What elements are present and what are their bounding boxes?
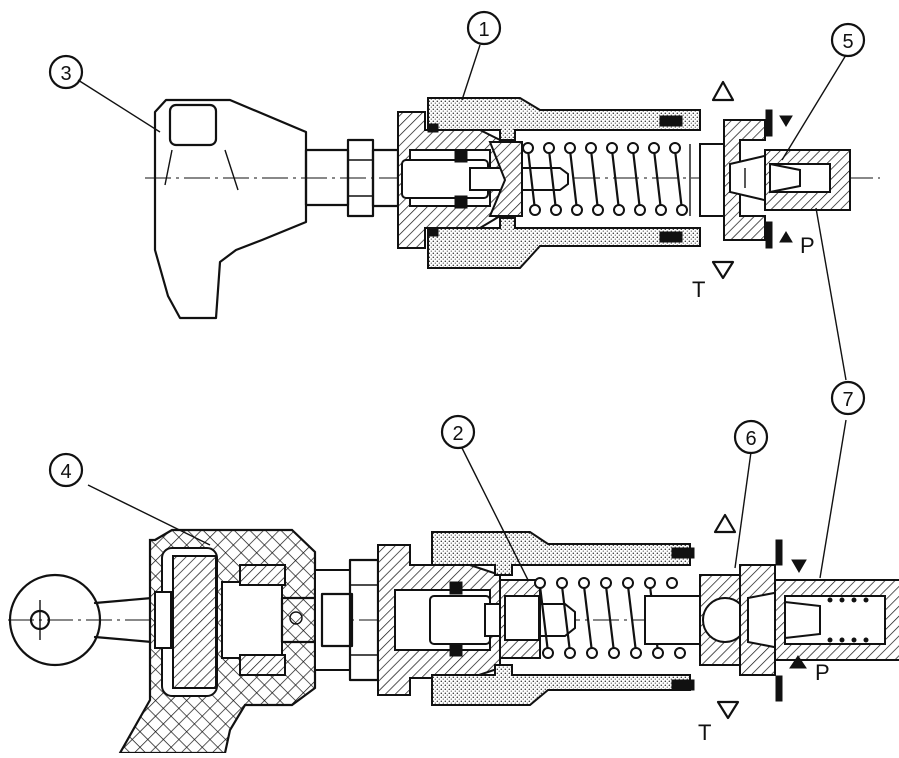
svg-text:7: 7 [842, 389, 853, 411]
callout-5: 5 [830, 22, 866, 58]
svg-text:4: 4 [60, 461, 71, 483]
top-port-triangle-up [711, 80, 735, 102]
svg-text:6: 6 [745, 428, 756, 450]
bottom-port-t-label: T [698, 720, 711, 745]
bottom-port-triangle-down [716, 700, 740, 720]
top-body [427, 97, 701, 141]
bottom-key-eye [8, 573, 102, 667]
top-port-t-label: T [692, 277, 705, 302]
bottom-valve: P T [8, 513, 899, 755]
bottom-body [431, 531, 691, 576]
svg-text:2: 2 [452, 423, 463, 445]
callout-2: 2 [440, 414, 476, 450]
top-valve: P T [145, 80, 880, 320]
svg-text:3: 3 [60, 63, 71, 85]
svg-text:5: 5 [842, 31, 853, 53]
bottom-port-p-label: P [815, 660, 830, 685]
bottom-port-triangle-up [713, 513, 737, 534]
top-spring [522, 142, 688, 216]
bottom-spring [534, 577, 686, 659]
top-port-triangle-down [711, 260, 735, 280]
callout-4: 4 [48, 452, 84, 488]
callout-3: 3 [48, 54, 84, 90]
top-port-p-label: P [800, 233, 815, 258]
top-handwheel [153, 98, 308, 320]
callout-1: 1 [466, 10, 502, 46]
callout-6: 6 [733, 419, 769, 455]
top-handwheel-window [168, 103, 218, 147]
svg-text:1: 1 [478, 19, 489, 41]
leader-lines [77, 44, 847, 581]
callout-7: 7 [830, 380, 866, 416]
